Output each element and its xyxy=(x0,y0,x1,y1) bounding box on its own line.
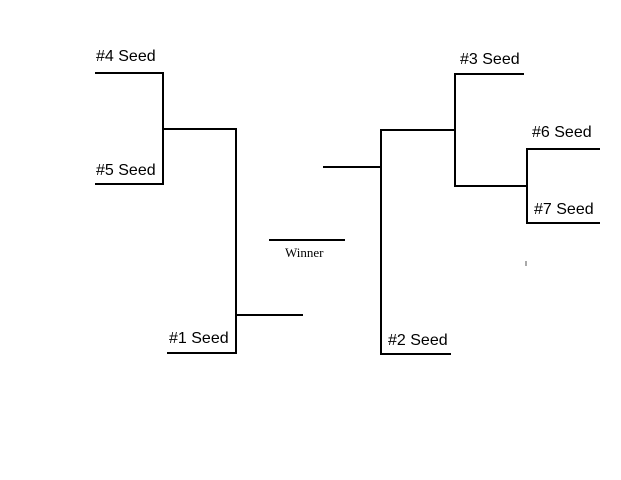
seed-5-label: #5 Seed xyxy=(96,162,156,179)
seed-2-label: #2 Seed xyxy=(388,332,448,349)
winner-label: Winner xyxy=(285,245,324,260)
seed-7-label: #7 Seed xyxy=(534,201,594,218)
seed-4-label: #4 Seed xyxy=(96,48,156,65)
seed-6-label: #6 Seed xyxy=(532,124,592,141)
seed-1-label: #1 Seed xyxy=(169,330,229,347)
seed-3-label: #3 Seed xyxy=(460,51,520,68)
